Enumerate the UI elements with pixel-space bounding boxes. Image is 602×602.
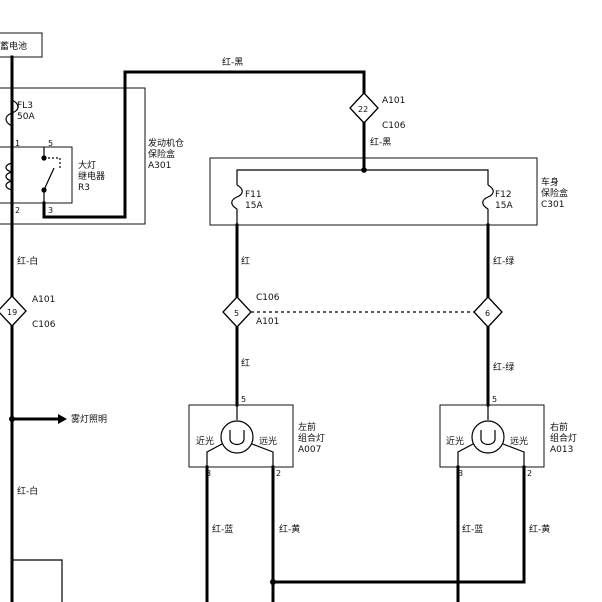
relay-pin3: 3: [48, 206, 53, 215]
wire-label-top-lower: 红-黑: [370, 136, 391, 148]
left-lamp-pin-top: 5: [241, 395, 246, 404]
fog-light-label: 雾灯照明: [71, 414, 107, 425]
connector-19: [0, 295, 27, 327]
wire-label-left-lamp-left: 红-蓝: [212, 523, 233, 535]
battery-label: 蓄电池: [0, 40, 27, 52]
engine-box-label-line1: 发动机仓: [148, 137, 184, 149]
wire-label-mid-right-upper: 红-绿: [493, 255, 514, 267]
relay-switch-arm: [43, 167, 55, 191]
left-lamp-pin-left: 3: [206, 469, 211, 478]
body-box-label-line3: C301: [541, 200, 564, 210]
fuse-f12-symbol: [482, 184, 494, 210]
connector-5: [222, 296, 252, 328]
left-bulb-filament: [229, 430, 245, 446]
connector-5-pin: 5: [234, 309, 239, 318]
right-bulb-icon: [471, 420, 505, 454]
engine-fuse-box: [0, 87, 146, 225]
connector-19-code: A101: [32, 295, 55, 305]
connector-19-code2: C106: [32, 320, 56, 330]
wire-red-black-top: [42, 70, 366, 219]
wire-label-mid-left-lower: 红: [241, 357, 250, 369]
right-bulb-filament: [480, 430, 496, 446]
left-bulb-icon: [220, 420, 254, 454]
right-lamp-high: 远光: [510, 435, 528, 447]
left-lamp-high: 远光: [259, 435, 277, 447]
connector-19-pin: 19: [7, 308, 17, 317]
relay-coil-icon: [5, 162, 13, 191]
relay-pin5: 5: [48, 139, 53, 148]
fuse-f11-name: F11: [245, 190, 262, 200]
body-fuse-bus-node: [361, 167, 367, 173]
body-box-label-line2: 保险盒: [541, 187, 568, 199]
connector-5-code-bottom: A101: [256, 317, 279, 327]
wire-label-right-lamp-right: 红-黄: [529, 523, 550, 535]
fuse-f12-name: F12: [495, 190, 512, 200]
left-lamp-high-lead: [251, 443, 274, 467]
right-lamp-box: [439, 404, 545, 468]
right-lamp-pin-left: 3: [458, 469, 463, 478]
body-fuse-box: [209, 157, 538, 226]
left-lamp-name-line1: 左前: [298, 421, 316, 433]
left-lamp-box: [188, 404, 294, 468]
connector-6: [473, 296, 503, 328]
right-lamp-name-line1: 右前: [550, 421, 568, 433]
relay-label-line1: 大灯: [78, 159, 96, 171]
wire-label-top: 红-黑: [222, 56, 243, 68]
wire-label-left-lamp-right: 红-黄: [279, 523, 300, 535]
connector-22-pin: 22: [358, 105, 368, 114]
right-lamp-name-line2: 组合灯: [550, 432, 577, 444]
relay-box: [0, 146, 73, 204]
relay-label-line2: 继电器: [78, 170, 105, 182]
high-beam-junction-node: [270, 579, 276, 585]
wire-label-mid-right-lower: 红-绿: [493, 361, 514, 373]
fuse-f11-rating: 15A: [245, 201, 263, 211]
right-lamp-pin-right: 2: [527, 469, 532, 478]
wire-label-mid-left-upper: 红: [241, 255, 250, 267]
right-lamp-low-lead: [457, 443, 474, 467]
fuse-fl3-name: FL3: [17, 101, 33, 111]
left-lamp-name-line2: 组合灯: [298, 432, 325, 444]
fuse-f12-rating: 15A: [495, 201, 513, 211]
connector-22-code2: C106: [382, 121, 406, 131]
relay-label-line3: R3: [78, 183, 90, 193]
fuse-fl3-symbol: [5, 99, 19, 127]
wire-label-left-upper: 红-白: [17, 255, 38, 267]
battery-box: [0, 32, 43, 58]
connector-6-pin: 6: [485, 309, 490, 318]
wire-label-left-lower: 红-白: [17, 485, 38, 497]
lower-left-box-edge: [12, 559, 63, 602]
right-lamp-name-line3: A013: [550, 445, 573, 455]
left-lamp-pin-right: 2: [276, 469, 281, 478]
connector-5-code-top: C106: [256, 293, 280, 303]
fuse-fl3-rating: 50A: [17, 112, 35, 122]
engine-box-label-line3: A301: [148, 161, 171, 171]
right-lamp-high-lead: [502, 443, 525, 467]
fuse-f11-symbol: [231, 184, 243, 210]
right-lamp-low: 近光: [446, 435, 464, 447]
relay-pin2: 2: [15, 206, 20, 215]
wire-label-right-lamp-left: 红-蓝: [462, 523, 483, 535]
left-lamp-name-line3: A007: [298, 445, 321, 455]
engine-box-label-line2: 保险盒: [148, 148, 175, 160]
left-lamp-low: 近光: [196, 435, 214, 447]
arrow-right-icon: [58, 414, 67, 424]
left-lamp-low-lead: [206, 443, 223, 467]
right-lamp-pin-top: 5: [492, 395, 497, 404]
relay-pin1: 1: [15, 139, 20, 148]
connector-22-code: A101: [382, 96, 405, 106]
body-box-label-line1: 车身: [541, 176, 559, 188]
